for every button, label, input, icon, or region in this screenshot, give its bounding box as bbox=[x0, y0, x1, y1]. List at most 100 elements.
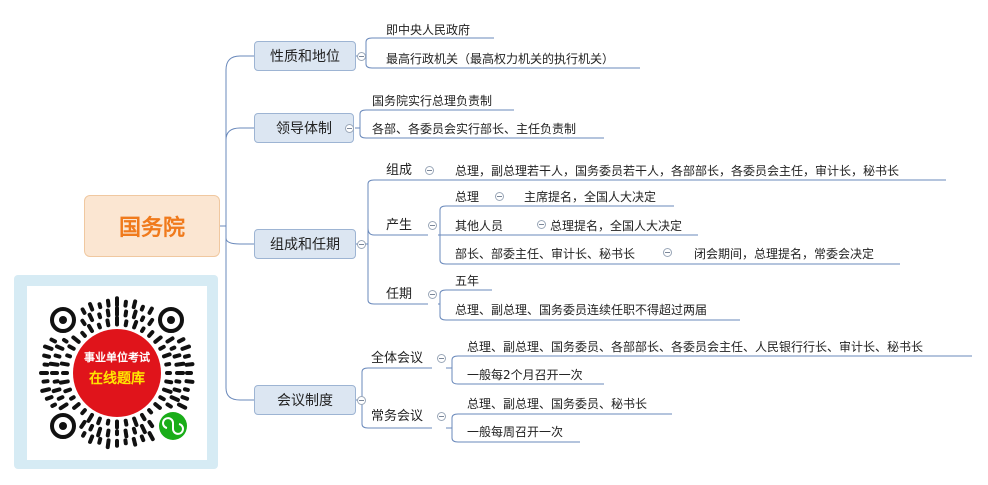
qr-ray bbox=[164, 362, 172, 367]
qr-ray bbox=[172, 387, 182, 393]
qr-finder-icon bbox=[158, 307, 184, 333]
node-text: 总理 bbox=[455, 190, 480, 204]
qr-ray bbox=[169, 345, 177, 351]
collapse-icon[interactable] bbox=[428, 221, 437, 230]
collapse-icon[interactable] bbox=[495, 192, 504, 201]
qr-ray bbox=[62, 337, 69, 344]
sub-label-renqi: 任期 bbox=[386, 287, 413, 302]
qr-ray bbox=[140, 326, 146, 333]
qr-ray bbox=[58, 402, 69, 411]
node-text: 即中央人民政府 bbox=[386, 23, 471, 37]
node-text: 主席提名，全国人大决定 bbox=[524, 190, 657, 204]
qr-ray bbox=[96, 322, 102, 330]
qr-ray bbox=[69, 395, 76, 401]
node-text: 五年 bbox=[455, 274, 480, 288]
qr-ray bbox=[96, 416, 102, 426]
qr-ray bbox=[176, 337, 186, 344]
qr-ray bbox=[169, 395, 180, 402]
qr-ray bbox=[131, 436, 138, 447]
qr-ray bbox=[131, 309, 138, 320]
qr-ray bbox=[44, 395, 54, 401]
qr-ray bbox=[123, 428, 129, 439]
qr-ray bbox=[87, 312, 95, 323]
qr-ray bbox=[105, 428, 111, 438]
qr-ray bbox=[164, 379, 174, 385]
qr-ray bbox=[184, 362, 195, 367]
qr-ray bbox=[88, 434, 95, 444]
qr-ray bbox=[80, 408, 87, 416]
qr-ray bbox=[161, 352, 172, 359]
qr-ray bbox=[123, 319, 129, 328]
qr-ray bbox=[79, 419, 87, 429]
qr-ray bbox=[147, 419, 155, 429]
qr-code-graphic bbox=[39, 296, 195, 450]
branch-label: 领导体制 bbox=[276, 121, 332, 137]
qr-ray bbox=[158, 395, 166, 402]
qr-ray bbox=[158, 344, 166, 351]
qr-ray bbox=[97, 302, 103, 310]
qr-ray bbox=[65, 353, 73, 359]
node-text: 总理，副总理若干人，国务委员若干人，各部部长，各委员会主任，审计长，秘书长 bbox=[455, 164, 900, 178]
qr-line1: 事业单位考试 bbox=[84, 351, 150, 364]
branch-leadership[interactable]: 领导体制 bbox=[254, 113, 354, 143]
qr-ray bbox=[80, 318, 87, 327]
qr-ray bbox=[182, 387, 190, 392]
collapse-icon[interactable] bbox=[537, 220, 546, 229]
branch-label: 性质和地位 bbox=[270, 49, 340, 65]
qr-finder-icon bbox=[50, 413, 76, 439]
node-text: 其他人员 bbox=[455, 219, 504, 233]
node-text: 最高行政机关（最高权力机关的执行机关） bbox=[386, 52, 615, 66]
qr-ray bbox=[97, 436, 103, 445]
node-text: 总理、副总理、国务委员、各部部长、各委员会主任、人民银行行长、审计长、秘书长 bbox=[467, 340, 924, 354]
branch-composition[interactable]: 组成和任期 bbox=[254, 229, 356, 259]
qr-ray bbox=[72, 402, 81, 410]
qr-ray bbox=[67, 344, 76, 351]
collapse-icon[interactable] bbox=[357, 240, 366, 249]
qr-ray bbox=[80, 330, 87, 338]
qr-ray bbox=[59, 361, 70, 367]
node-text: 总理、副总理、国务委员、秘书长 bbox=[467, 397, 648, 411]
collapse-icon[interactable] bbox=[345, 124, 354, 133]
collapse-icon[interactable] bbox=[428, 290, 437, 299]
qr-ray bbox=[165, 336, 175, 344]
collapse-icon[interactable] bbox=[663, 248, 672, 257]
collapse-icon[interactable] bbox=[425, 166, 434, 175]
branch-meeting[interactable]: 会议制度 bbox=[254, 385, 356, 415]
collapse-icon[interactable] bbox=[437, 354, 446, 363]
qr-ray bbox=[63, 387, 73, 394]
qr-ray bbox=[153, 402, 162, 410]
root-node[interactable]: 国务院 bbox=[84, 195, 220, 257]
qr-ray bbox=[58, 379, 70, 385]
node-text: 一般每周召开一次 bbox=[467, 425, 564, 439]
qr-ray bbox=[180, 344, 191, 351]
node-text: 总理提名，全国人大决定 bbox=[550, 219, 683, 233]
sub-label-full: 全体会议 bbox=[371, 351, 424, 366]
qr-ray bbox=[165, 402, 173, 409]
node-text: 一般每2个月召开一次 bbox=[467, 368, 583, 382]
collapse-icon[interactable] bbox=[437, 412, 446, 421]
qr-ray bbox=[132, 319, 139, 330]
qr-ray bbox=[48, 361, 60, 367]
qr-ray bbox=[53, 353, 62, 359]
qr-ray bbox=[153, 335, 163, 344]
branch-nature[interactable]: 性质和地位 bbox=[254, 41, 356, 71]
qr-ray bbox=[180, 395, 190, 401]
qr-ray bbox=[161, 387, 173, 394]
root-label: 国务院 bbox=[118, 216, 185, 241]
qr-ray bbox=[50, 402, 58, 408]
qr-ray bbox=[147, 408, 154, 415]
branch-label: 组成和任期 bbox=[270, 237, 340, 253]
qr-ray bbox=[174, 361, 186, 367]
qr-ray bbox=[123, 418, 129, 427]
qr-ray bbox=[81, 431, 87, 438]
qr-ray bbox=[87, 323, 94, 333]
qr-ray bbox=[105, 418, 111, 426]
collapse-icon[interactable] bbox=[357, 52, 366, 61]
qr-ray bbox=[131, 299, 138, 310]
sub-label-chansheng: 产生 bbox=[386, 218, 413, 233]
qr-ray bbox=[88, 423, 95, 432]
node-text: 总理、副总理、国务委员连续任职不得超过两届 bbox=[455, 303, 708, 317]
qr-ray bbox=[184, 379, 195, 384]
collapse-icon[interactable] bbox=[357, 396, 366, 405]
qr-ray bbox=[147, 317, 155, 327]
